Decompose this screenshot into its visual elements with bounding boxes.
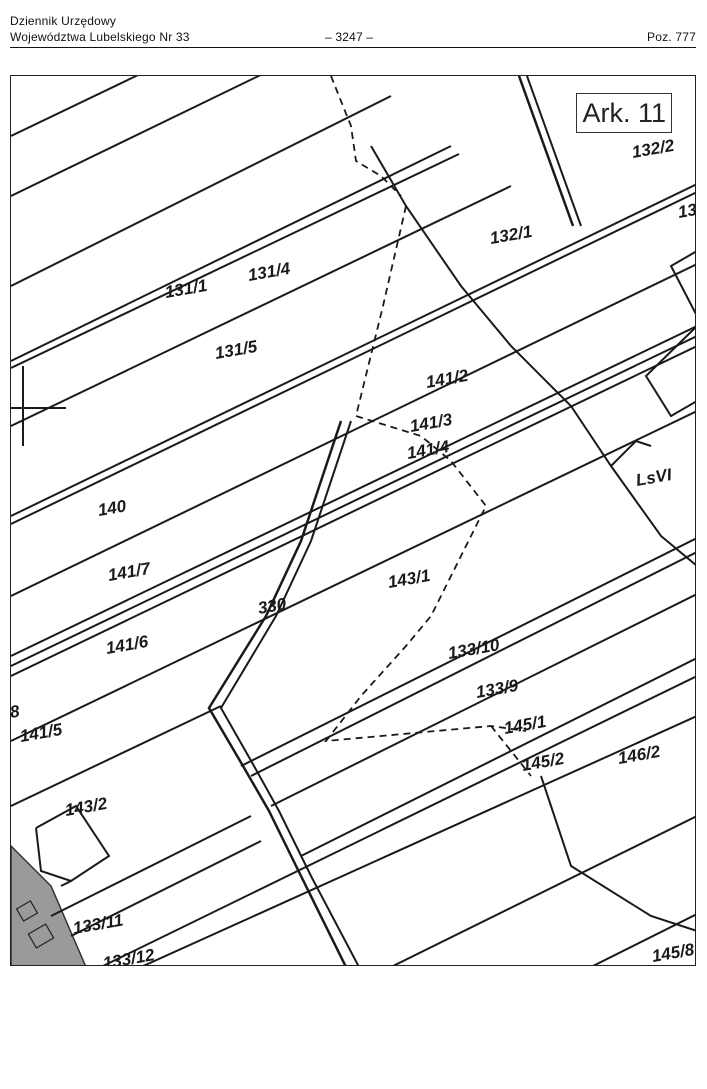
page-header: Dziennik Urzędowy Województwa Lubelskieg… bbox=[10, 14, 696, 48]
building-outline bbox=[15, 900, 39, 922]
parcel-labels: 132/2132/113131/1131/4131/5141/2141/3141… bbox=[11, 136, 696, 966]
sheet-label: Ark. 11 bbox=[576, 93, 672, 133]
journal-title: Dziennik Urzędowy bbox=[10, 14, 117, 28]
parcel-label-p-133-10: 133/10 bbox=[446, 635, 501, 663]
parcel-label-p-141-7: 141/7 bbox=[106, 559, 153, 585]
parcel-label-p-140: 140 bbox=[96, 496, 128, 520]
page-number: – 3247 – bbox=[325, 30, 374, 44]
parcel-label-p-145-1: 145/1 bbox=[502, 712, 547, 738]
parcel-label-p-146-2: 146/2 bbox=[616, 742, 662, 768]
parcel-label-p-132-1: 132/1 bbox=[488, 222, 533, 248]
parcel-label-p-141-4: 141/4 bbox=[405, 437, 451, 463]
parcel-label-p-143-1: 143/1 bbox=[386, 566, 431, 592]
parcel-label-p-145-8: 145/8 bbox=[650, 940, 696, 966]
cadastral-map: Ark. 11 132/2 132/1 13 131/1 131/4 131/5 141/2… bbox=[10, 75, 696, 966]
parcel-label-p-13x: 13 bbox=[676, 200, 696, 222]
map-drawing bbox=[11, 76, 695, 965]
parcel-label-p-133-12: 133/12 bbox=[101, 945, 156, 966]
parcel-label-p-141-3: 141/3 bbox=[408, 410, 454, 436]
parcel-label-p-132-2: 132/2 bbox=[630, 136, 676, 162]
dashed-boundaries bbox=[324, 76, 532, 777]
header-rule bbox=[10, 47, 696, 48]
parcel-label-p-141-6: 141/6 bbox=[104, 632, 150, 658]
parcel-label-p-330: 330 bbox=[256, 594, 288, 618]
boundary-lines bbox=[11, 76, 695, 965]
building-outline bbox=[27, 923, 55, 949]
position-number: Poz. 777 bbox=[647, 30, 696, 44]
parcel-label-p-141-2: 141/2 bbox=[424, 366, 470, 392]
journal-subtitle: Województwa Lubelskiego Nr 33 bbox=[10, 30, 190, 44]
parcel-label-p-133-9: 133/9 bbox=[474, 676, 520, 702]
parcel-label-p-131-5: 131/5 bbox=[213, 337, 259, 363]
parcel-label-p-8: 8 bbox=[11, 701, 22, 721]
parcel-label-p-143-2: 143/2 bbox=[63, 794, 109, 820]
parcel-label-p-133-11: 133/11 bbox=[71, 910, 124, 938]
parcel-label-p-131-4: 131/4 bbox=[246, 259, 292, 285]
parcel-label-p-lsvi: LsVI bbox=[634, 465, 674, 490]
parcel-label-p-131-1: 131/1 bbox=[163, 276, 208, 302]
parcel-label-p-145-2: 145/2 bbox=[520, 749, 566, 775]
parcel-label-p-141-5: 141/5 bbox=[18, 720, 64, 746]
